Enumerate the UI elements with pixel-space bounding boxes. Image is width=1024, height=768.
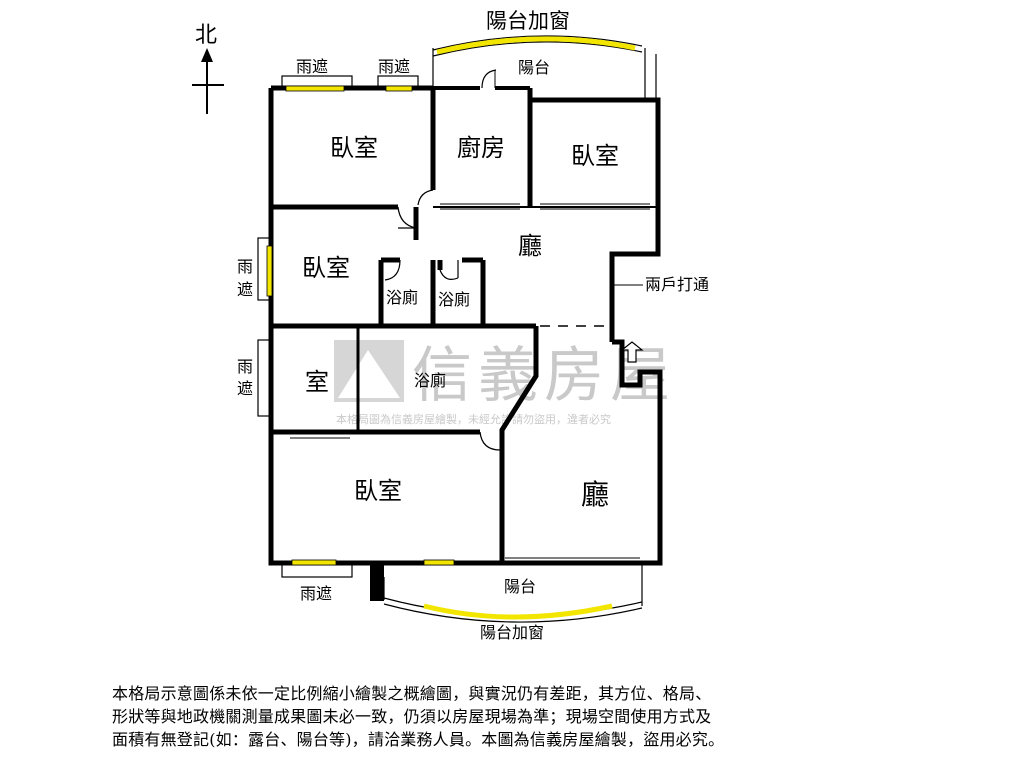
window-left-1 (266, 245, 273, 297)
label-canopy-bottom: 雨遮 (300, 584, 332, 603)
canopies (257, 75, 455, 601)
window-top-balcony (436, 36, 636, 55)
room-bath-3: 浴廁 (414, 371, 446, 390)
disclaimer-line-1: 本格局示意圖係未依一定比例縮小繪製之概繪圖，與實況仍有差距，其方位、格局、 (112, 684, 712, 703)
room-living-upper: 廳 (518, 232, 542, 260)
disclaimer-line-3: 面積有無登記(如：露台、陽台等)，請洽業務人員。本圖為信義房屋繪製，盜用必究。 (112, 730, 725, 749)
room-bedroom-nw: 臥室 (330, 134, 378, 162)
north-label: 北 (195, 23, 217, 48)
watermark-logo-mark (338, 350, 400, 398)
arrow-up-icon (201, 48, 213, 62)
room-labels: 臥室 廚房 臥室 廳 臥室 浴廁 浴廁 室 浴廁 臥室 廳 (302, 134, 619, 511)
label-balcony-window-bottom: 陽台加窗 (480, 623, 544, 642)
room-bedroom-ne: 臥室 (571, 142, 619, 170)
label-balcony-bottom: 陽台 (504, 577, 536, 596)
label-merged-units: 兩戶打通 (645, 275, 709, 294)
door-swings (384, 189, 644, 451)
north-arrow: 北 (192, 23, 224, 114)
room-small: 室 (305, 368, 329, 396)
room-living-lower: 廳 (581, 478, 609, 511)
window-bottom-1 (291, 559, 337, 566)
floor-plan: 信義房屋 本格局圖為信義房屋繪製，未經允許請勿盜用，違者必究 北 (192, 9, 709, 642)
window-bottom-2 (423, 559, 455, 566)
window-bottom-balcony (423, 603, 613, 620)
room-kitchen: 廚房 (457, 134, 505, 162)
exterior-labels: 陽台加窗 陽台 雨遮 雨遮 雨 遮 雨 遮 雨遮 陽台 陽台加窗 兩戶打通 (237, 9, 709, 642)
watermark-brand: 信義房屋 (412, 341, 676, 411)
room-bedroom-w: 臥室 (302, 254, 350, 282)
balcony-top (432, 35, 660, 103)
disclaimer-line-2: 形狀等與地政機關測量成果圖未必一致，仍須以房屋現場為準；現場空間使用方式及 (112, 707, 712, 726)
watermark-notice: 本格局圖為信義房屋繪製，未經允許請勿盜用，違者必究 (336, 412, 611, 426)
room-bath-2: 浴廁 (438, 290, 470, 309)
label-canopy-left-1b: 遮 (237, 280, 253, 299)
disclaimer: 本格局示意圖係未依一定比例縮小繪製之概繪圖，與實況仍有差距，其方位、格局、 形狀… (112, 682, 912, 751)
watermark: 信義房屋 本格局圖為信義房屋繪製，未經允許請勿盜用，違者必究 (334, 340, 676, 426)
label-canopy-left-2b: 遮 (237, 379, 253, 398)
label-canopy-top-1: 雨遮 (296, 57, 328, 76)
label-balcony-window-top: 陽台加窗 (486, 9, 570, 33)
window-top-2 (385, 85, 413, 92)
balcony-bottom (383, 563, 643, 623)
label-canopy-left-2a: 雨 (237, 357, 253, 376)
openings (290, 203, 650, 562)
window-top-1 (285, 85, 345, 92)
column (370, 565, 384, 601)
label-balcony-top: 陽台 (518, 58, 550, 77)
label-canopy-top-2: 雨遮 (378, 57, 410, 76)
room-bath-1: 浴廁 (386, 288, 418, 307)
room-bedroom-s: 臥室 (354, 477, 402, 505)
label-canopy-left-1a: 雨 (237, 257, 253, 276)
